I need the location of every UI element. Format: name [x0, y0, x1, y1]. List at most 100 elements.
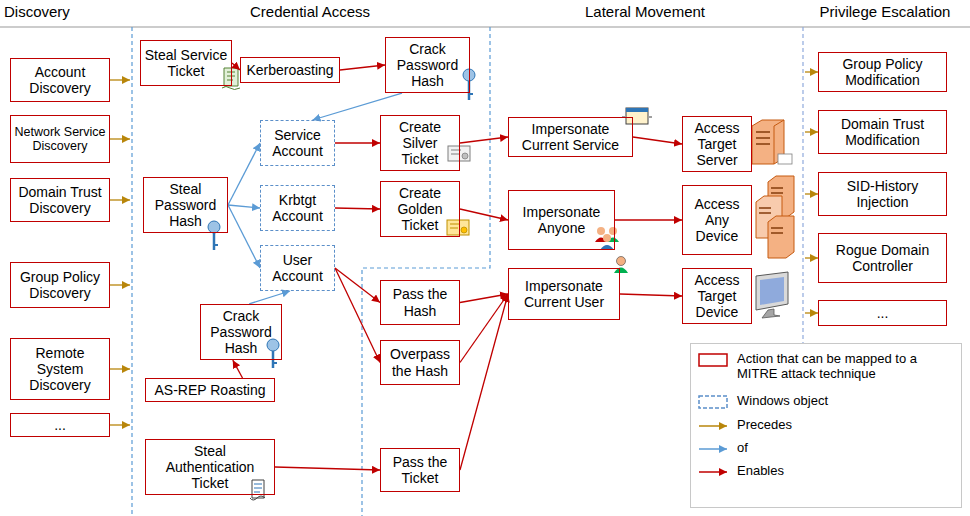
of-arrow: [228, 205, 260, 268]
legend-text: Precedes: [737, 418, 955, 433]
golden-ticket-icon: [461, 227, 467, 233]
server-icon: [778, 154, 792, 164]
node-text: Impersonate Current Service: [512, 121, 629, 153]
legend-sample: [699, 354, 727, 366]
node-text: Steal Service Ticket: [144, 47, 228, 79]
key-icon: [214, 244, 218, 246]
user-icon: [614, 257, 628, 274]
column-separators: [802, 27, 803, 350]
enables-arrow: [460, 294, 508, 470]
technique-box: Pass the Hash: [380, 280, 460, 325]
node-text: Group Policy Discovery: [14, 269, 106, 301]
key-icon: [469, 93, 473, 95]
escalation-box: SID-History Injection: [818, 172, 947, 216]
node-text: Create Silver Ticket: [384, 119, 456, 167]
enables-arrow: [460, 294, 508, 303]
technique-box: Access Target Device: [682, 268, 752, 324]
people-icon: [609, 227, 617, 235]
escalation-box: ...: [818, 300, 947, 326]
node-text: ...: [877, 305, 889, 321]
golden-ticket-icon: [450, 224, 460, 228]
node-text: Access Any Device: [686, 196, 748, 244]
column-header: Credential Access: [250, 3, 370, 20]
legend-sample: [699, 396, 727, 408]
of-arrow: [249, 291, 290, 304]
people-icon: [595, 227, 619, 250]
precedes-arrow: [805, 193, 818, 194]
key-icon: [208, 221, 220, 233]
node-text: Access Target Device: [686, 272, 748, 320]
technique-box: Steal Password Hash: [143, 177, 228, 233]
legend-sample: [697, 441, 731, 457]
of-arrow: [228, 205, 260, 208]
precedes-arrow: [110, 284, 130, 285]
precedes-arrow: [110, 368, 130, 369]
node-text: Kerberoasting: [246, 62, 333, 78]
column-header: Privilege Escalation: [820, 3, 951, 20]
key-icon: [463, 69, 475, 100]
legend-sample: [697, 394, 731, 410]
escalation-box: Rogue Domain Controller: [818, 233, 947, 283]
node-text: Pass the Hash: [384, 286, 456, 318]
technique-box: Steal Service Ticket: [140, 40, 232, 86]
discovery-box: Group Policy Discovery: [10, 262, 110, 308]
scroll-icon: [254, 484, 262, 492]
precedes-arrow: [110, 79, 130, 80]
technique-box: Impersonate Anyone: [508, 190, 615, 250]
legend-text: Action that can be mapped to a MITRE att…: [737, 352, 955, 382]
silver-ticket-icon: [448, 146, 470, 161]
precedes-arrow: [110, 138, 130, 139]
technique-box: Access Any Device: [682, 185, 752, 255]
escalation-box: Domain Trust Modification: [818, 110, 947, 154]
technique-box: Access Target Server: [682, 116, 752, 172]
enables-arrow: [335, 208, 380, 209]
ticket-icon: [227, 72, 235, 80]
technique-box: Crack Password Hash: [200, 304, 282, 360]
legend-text: of: [737, 441, 955, 456]
server-stack-icon: [759, 188, 783, 233]
discovery-box: Domain Trust Discovery: [10, 178, 110, 222]
enables-arrow: [335, 268, 380, 363]
server-stack-icon: [756, 176, 794, 258]
of-arrow: [313, 93, 403, 120]
technique-box: Kerberoasting: [240, 57, 340, 83]
user-icon: [617, 257, 626, 266]
node-text: User Account: [264, 252, 331, 284]
legend-sample: [699, 471, 727, 473]
ticket-icon: [222, 87, 240, 90]
technique-box: Overpass the Hash: [380, 340, 460, 385]
node-text: Overpass the Hash: [384, 346, 456, 378]
of-arrow: [228, 143, 260, 205]
technique-box: Impersonate Current User: [508, 268, 620, 320]
technique-box: Impersonate Current Service: [508, 117, 633, 157]
enables-arrow: [620, 294, 682, 296]
node-text: Group Policy Modification: [822, 56, 943, 88]
monitor-icon: [760, 277, 784, 305]
precedes-arrow: [805, 257, 818, 258]
enables-arrow: [460, 209, 508, 220]
node-text: Service Account: [264, 127, 331, 159]
golden-ticket-icon: [447, 220, 469, 235]
node-text: Network Service Discovery: [14, 125, 106, 154]
node-text: ...: [54, 417, 66, 433]
server-icon: [756, 132, 770, 144]
technique-box: Crack Password Hash: [385, 37, 470, 93]
node-text: SID-History Injection: [822, 178, 943, 210]
key-icon: [267, 339, 279, 368]
node-text: Pass the Ticket: [384, 454, 456, 486]
legend-sample: [699, 425, 727, 427]
technique-box: AS-REP Roasting: [145, 378, 275, 402]
discovery-box: Network Service Discovery: [10, 115, 110, 163]
precedes-arrow: [805, 312, 818, 313]
enables-arrow: [335, 142, 380, 143]
node-text: Crack Password Hash: [204, 308, 278, 356]
column-header: Discovery: [4, 3, 70, 20]
windows-object-box: Krbtgt Account: [260, 185, 335, 231]
windows-object-box: User Account: [260, 245, 335, 291]
technique-box: Steal Authentication Ticket: [145, 439, 275, 495]
window-icon: [626, 108, 648, 112]
silver-ticket-icon: [448, 146, 470, 161]
server-stack-icon: [768, 216, 794, 258]
legend-sample: [697, 352, 731, 368]
node-text: Account Discovery: [14, 64, 106, 96]
